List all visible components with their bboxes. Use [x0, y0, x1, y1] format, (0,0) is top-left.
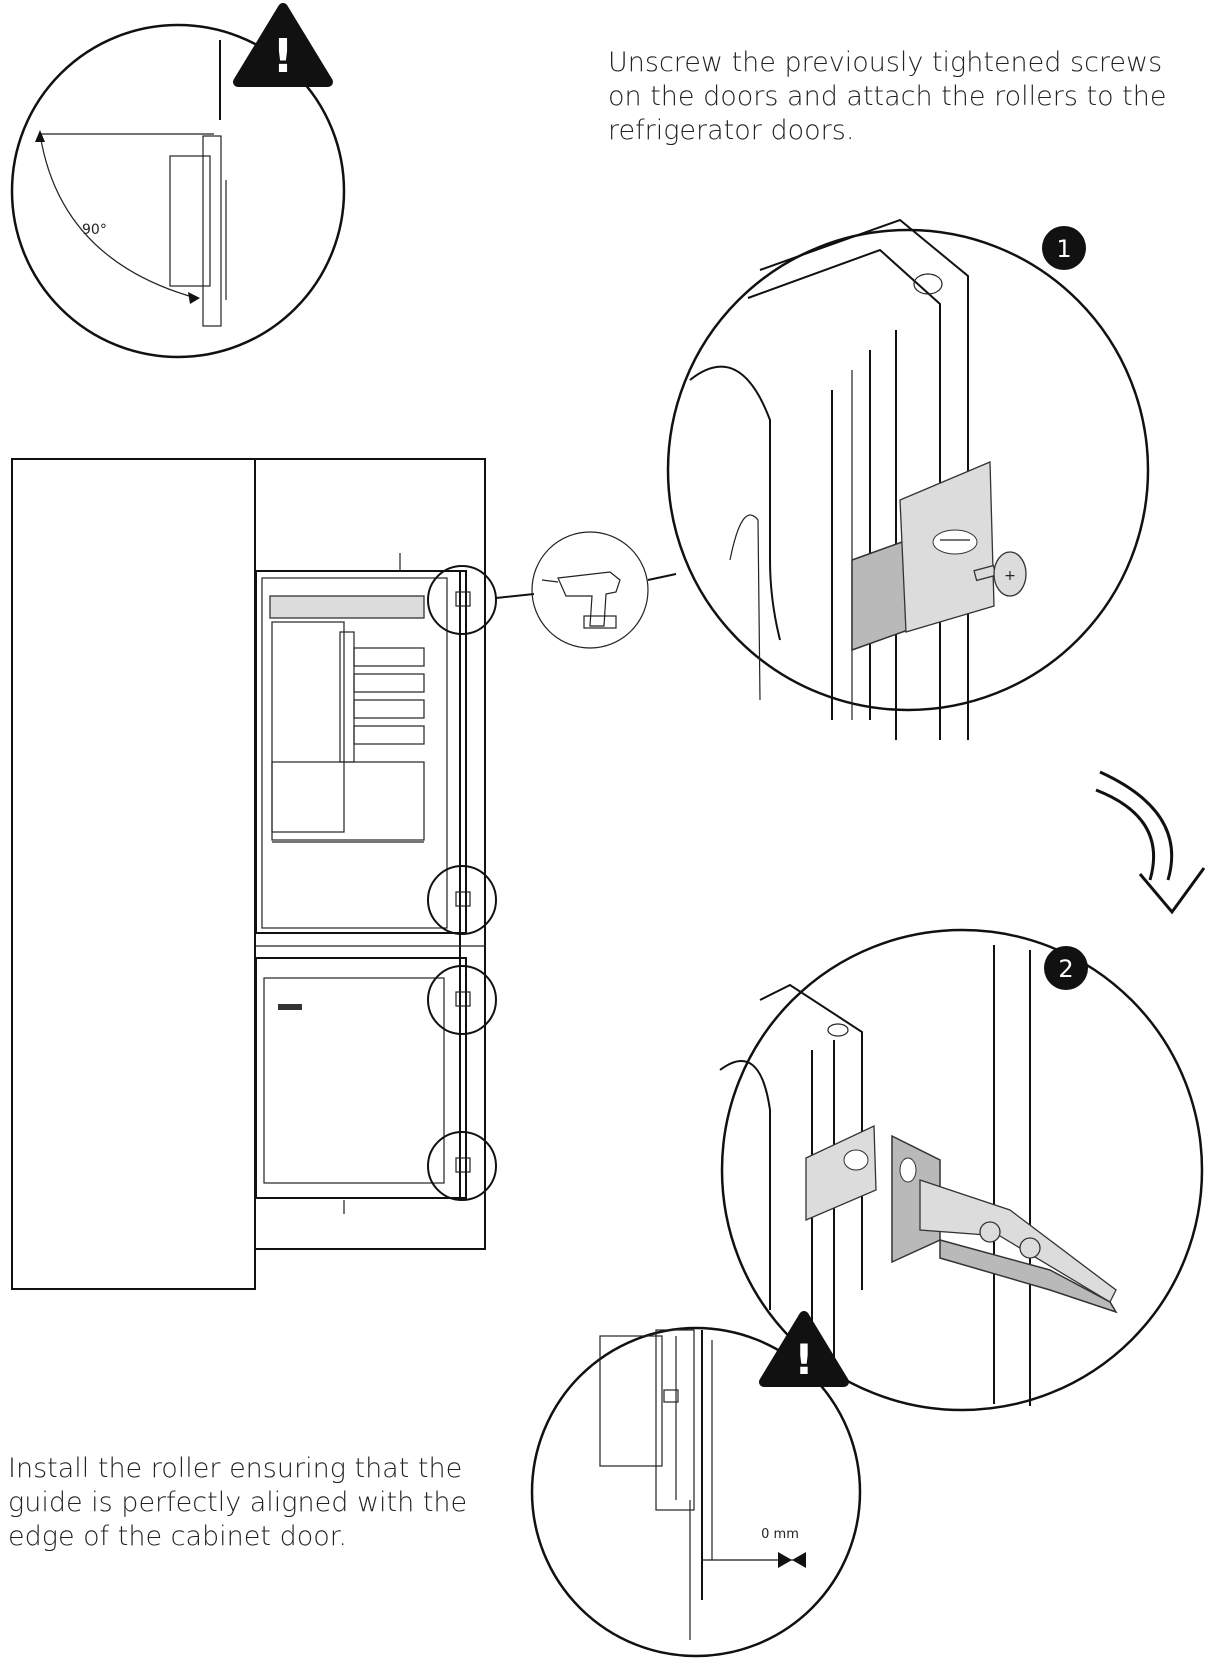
- roller-marker-1: [427, 565, 497, 635]
- detail-step-1: +: [666, 218, 1150, 740]
- step-1-instruction: Unscrew the previously tightened screws …: [608, 47, 1167, 146]
- drill-icon: [531, 531, 649, 649]
- svg-text:90°: 90°: [82, 222, 107, 238]
- warning-icon-bottom: !: [759, 1311, 849, 1387]
- svg-text:1: 1: [1056, 235, 1071, 263]
- step-2-instruction: Install the roller ensuring that the gui…: [8, 1453, 468, 1552]
- svg-text:2: 2: [1058, 955, 1073, 983]
- step-1-badge: 1: [1042, 226, 1086, 270]
- step-2-badge: 2: [1044, 946, 1088, 990]
- detail-alignment: 0 mm: [530, 1326, 862, 1658]
- roller-marker-2: [427, 865, 497, 935]
- warning-icon: !: [233, 3, 333, 87]
- detail-step-2: [719, 928, 1204, 1412]
- detail-90-degree: 90°: [10, 23, 346, 359]
- svg-text:+: +: [1004, 568, 1016, 584]
- svg-text:0 mm: 0 mm: [761, 1527, 799, 1542]
- roller-marker-4: [427, 1131, 497, 1201]
- svg-text:!: !: [273, 29, 294, 83]
- svg-text:!: !: [794, 1335, 813, 1384]
- roller-marker-3: [427, 965, 497, 1035]
- curved-arrow-icon: [1095, 770, 1206, 915]
- cabinet-front-view: [11, 458, 535, 1290]
- angle-label: 90°: [82, 222, 107, 238]
